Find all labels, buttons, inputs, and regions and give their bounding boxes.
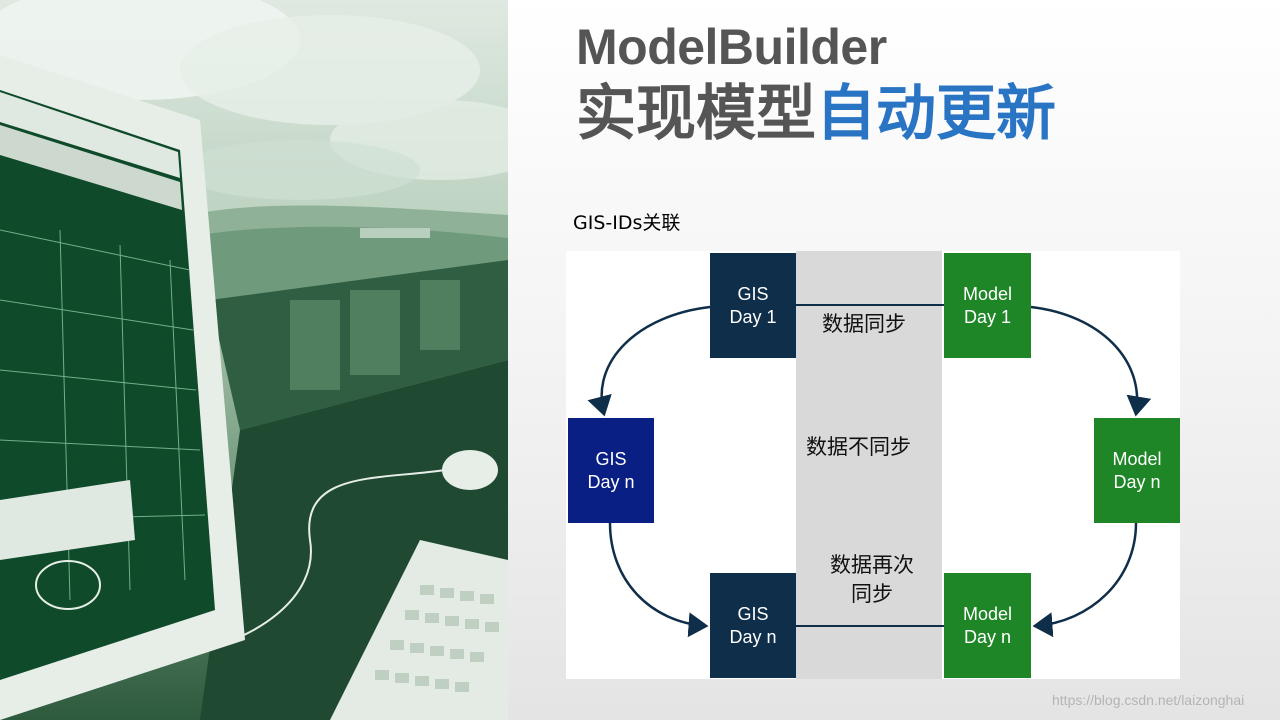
node-gis-dayn-left-line1: GIS <box>595 448 627 469</box>
arrow-model-dayn-to-bottom <box>1032 522 1138 638</box>
node-model-dayn-bottom-line2: Day n <box>963 626 1012 647</box>
node-model-dayn-right-line1: Model <box>1112 448 1162 469</box>
watermark: https://blog.csdn.net/laizonghai <box>1052 692 1245 708</box>
label-sync: 数据同步 <box>822 312 906 336</box>
node-gis-day1: GIS Day 1 <box>710 253 796 358</box>
label-resync: 数据再次 同步 <box>824 551 920 609</box>
node-gis-dayn-bottom: GIS Day n <box>710 573 796 678</box>
title-line1: ModelBuilder <box>576 19 887 75</box>
node-gis-dayn-bottom-line1: GIS <box>737 603 769 624</box>
node-gis-day1-line1: GIS <box>737 283 769 304</box>
node-model-dayn-bottom-line1: Model <box>962 603 1013 624</box>
title-line2-gray: 实现模型 <box>576 79 816 149</box>
node-gis-dayn-left-line2: Day n <box>587 471 635 492</box>
node-model-day1: Model Day 1 <box>944 253 1031 358</box>
node-gis-dayn-bottom-line2: Day n <box>729 626 777 647</box>
label-not-sync: 数据不同步 <box>806 435 911 459</box>
diagram-center-band <box>796 251 942 679</box>
node-gis-dayn-left: GIS Day n <box>568 418 654 523</box>
node-model-dayn-right-line2: Day n <box>1113 471 1161 492</box>
left-illustration <box>0 0 508 720</box>
arrow-gis-dayn-to-bottom <box>608 522 709 638</box>
arrow-gis-day1-to-dayn <box>587 305 711 417</box>
node-model-dayn-bottom: Model Day n <box>944 573 1031 678</box>
node-model-dayn-right: Model Day n <box>1094 418 1180 523</box>
label-resync-line2: 同步 <box>851 582 893 606</box>
node-model-day1-line1: Model <box>962 283 1013 304</box>
label-resync-line1: 数据再次 <box>830 553 914 577</box>
arrow-model-day1-to-dayn <box>1030 305 1152 417</box>
node-gis-day1-line2: Day 1 <box>729 306 777 327</box>
computer-monitor-landscape-illustration <box>0 0 508 720</box>
diagram-caption: GIS-IDs关联 <box>573 212 681 234</box>
node-model-day1-line2: Day 1 <box>963 306 1012 327</box>
title-line2: 实现模型自动更新 <box>576 78 1056 150</box>
title-line2-blue: 自动更新 <box>816 79 1056 149</box>
